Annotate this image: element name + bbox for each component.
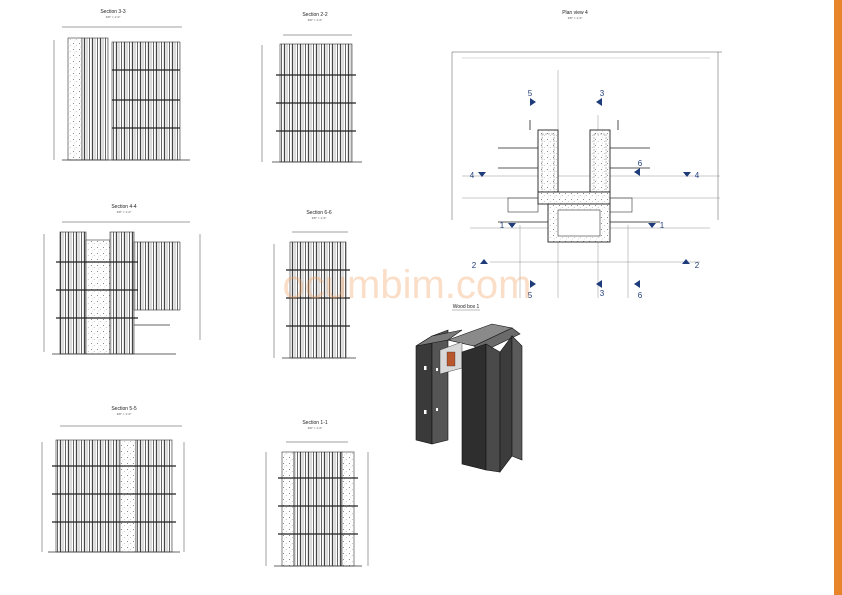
wood-box-title: Wood box 1 bbox=[453, 304, 480, 310]
marker-5-top: 5 bbox=[528, 89, 533, 98]
section-4-4-scale: 3/8" = 1'-0" bbox=[117, 210, 132, 214]
section-2-2-title: Section 2-2 bbox=[302, 12, 328, 18]
section-1-1-title: Section 1-1 bbox=[302, 420, 328, 426]
accent-bar bbox=[834, 0, 842, 595]
section-3-3-view: Section 3-3 3/8" = 1'-0" bbox=[53, 9, 190, 161]
section-3-3-title: Section 3-3 bbox=[100, 9, 126, 15]
watermark: ocumbim.com bbox=[283, 263, 532, 307]
section-4-4-title: Section 4-4 bbox=[111, 204, 137, 210]
section-5-5-scale: 3/8" = 1'-0" bbox=[117, 412, 132, 416]
marker-6-right-arrow bbox=[634, 168, 640, 176]
marker-2-left: 2 bbox=[472, 261, 477, 270]
marker-5-bottom: 5 bbox=[528, 291, 533, 300]
section-1-1-view: Section 1-1 3/8" = 1'-0" bbox=[265, 420, 369, 567]
marker-2-right-arrow bbox=[682, 259, 690, 264]
section-5-5-view: Section 5-5 3/8" = 1'-0" bbox=[41, 406, 185, 553]
marker-6-bottom-arrow bbox=[634, 280, 640, 288]
marker-2-left-arrow bbox=[480, 259, 488, 264]
marker-4-right: 4 bbox=[695, 171, 700, 180]
section-1-1-scale: 3/8" = 1'-0" bbox=[308, 426, 323, 430]
section-3-3-scale: 3/8" = 1'-0" bbox=[106, 15, 121, 19]
plan-view-scale: 3/8" = 1'-0" bbox=[568, 16, 583, 20]
plan-view-title: Plan view 4 bbox=[562, 10, 588, 16]
plan-view: Plan view 4 3/8" = 1'-0" bbox=[451, 10, 722, 300]
section-6-6-view: Section 6-6 3/8" = 1'-0" bbox=[273, 210, 356, 359]
section-2-2-view: Section 2-2 3/8" = 1'-0" bbox=[261, 12, 362, 163]
marker-5-top-arrow bbox=[530, 98, 536, 106]
marker-6-bottom: 6 bbox=[638, 291, 643, 300]
marker-3-top-arrow bbox=[596, 98, 602, 106]
section-2-2-scale: 3/8" = 1'-0" bbox=[308, 18, 323, 22]
marker-1-right-arrow bbox=[648, 223, 656, 228]
section-6-6-title: Section 6-6 bbox=[306, 210, 332, 216]
section-4-4-view: Section 4-4 3/8" = 1'-0" bbox=[43, 204, 201, 355]
marker-5-bottom-arrow bbox=[530, 280, 536, 288]
marker-4-right-arrow bbox=[683, 172, 691, 177]
marker-3-bottom: 3 bbox=[600, 289, 605, 298]
section-6-6-scale: 3/8" = 1'-0" bbox=[312, 216, 327, 220]
marker-6-right: 6 bbox=[638, 159, 643, 168]
section-5-5-title: Section 5-5 bbox=[111, 406, 137, 412]
marker-4-left-arrow bbox=[478, 172, 486, 177]
wood-box-3d-view: Wood box 1 bbox=[415, 304, 523, 473]
marker-4-left: 4 bbox=[470, 171, 475, 180]
marker-3-bottom-arrow bbox=[596, 280, 602, 288]
marker-3-top: 3 bbox=[600, 89, 605, 98]
marker-1-right: 1 bbox=[660, 221, 665, 230]
marker-1-left-arrow bbox=[508, 223, 516, 228]
marker-1-left: 1 bbox=[500, 221, 505, 230]
marker-2-right: 2 bbox=[695, 261, 700, 270]
